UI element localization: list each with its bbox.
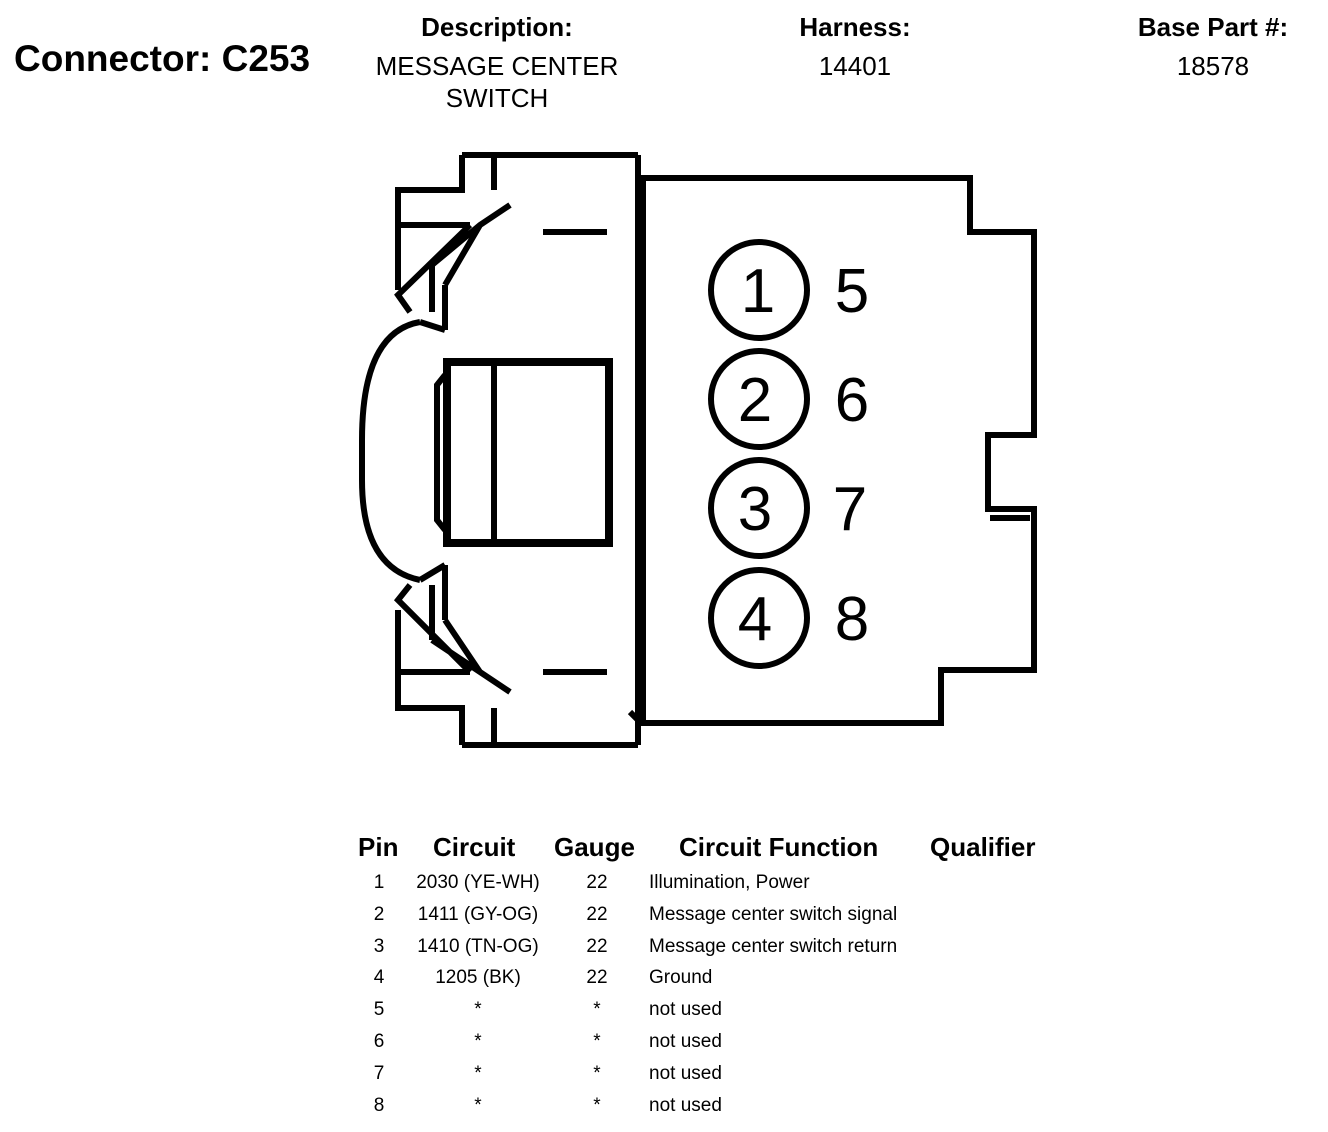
cavity-label-5: 5 <box>835 257 869 326</box>
cavity-label-4: 4 <box>738 585 772 654</box>
gauge-cell: 22 <box>586 935 608 957</box>
cavity-label-7: 7 <box>833 475 867 544</box>
latch-tab <box>359 319 421 583</box>
gauge-cell: 22 <box>586 903 608 925</box>
circuit-cell: * <box>474 1031 482 1052</box>
harness-label: Harness: <box>799 12 911 42</box>
pin-number: 7 <box>373 1062 385 1084</box>
pin-number: 5 <box>373 999 385 1021</box>
gauge-cell: * <box>593 1031 601 1052</box>
circuit-function-cell: not used <box>649 999 722 1021</box>
gauge-cell: * <box>593 999 601 1021</box>
latch-frame <box>398 222 470 675</box>
gauge-cell: 22 <box>586 967 608 989</box>
bottom-latch <box>393 583 512 695</box>
cavity-label-3: 3 <box>738 475 772 544</box>
circuit-function-cell: Illumination, Power <box>649 872 810 893</box>
top-latch <box>394 202 512 314</box>
circuit-function-cell: Message center switch signal <box>649 903 898 925</box>
qualifier-header: Qualifier <box>930 832 1036 862</box>
gauge-cell: * <box>593 1062 601 1084</box>
circuit-function-header: Circuit Function <box>679 832 879 862</box>
gauge-header: Gauge <box>554 832 635 862</box>
pin-number: 3 <box>373 935 385 957</box>
circuit-function-cell: not used <box>649 1062 722 1084</box>
top-flange <box>395 152 638 290</box>
cavity-label-2: 2 <box>738 366 772 435</box>
housing-body-outline <box>640 175 1037 726</box>
pin-header: Pin <box>358 832 399 862</box>
latch-tab-edge <box>434 373 448 532</box>
description-label: Description: <box>421 12 573 42</box>
circuit-cell: 1410 (TN-OG) <box>417 935 539 957</box>
circuit-cell: * <box>474 999 482 1021</box>
connector-face-diagram: 1 2 3 4 5 6 7 8 <box>359 152 1037 748</box>
cavity-4-circle <box>708 567 810 669</box>
circuit-function-cell: Ground <box>649 967 713 989</box>
gauge-cell: 22 <box>586 872 608 893</box>
lock-window <box>443 358 613 547</box>
pin-number: 6 <box>373 1031 385 1052</box>
cavity-label-6: 6 <box>835 366 869 435</box>
pin-number: 1 <box>373 872 385 893</box>
connector-title: Connector: C253 <box>14 38 311 79</box>
circuit-cell: * <box>474 1094 482 1116</box>
divider-wall <box>627 155 641 745</box>
base-part-value: 18578 <box>1176 51 1250 81</box>
pin-number: 4 <box>373 967 385 989</box>
circuit-function-cell: not used <box>649 1094 722 1116</box>
circuit-cell: 2030 (YE-WH) <box>416 872 540 893</box>
circuit-function-cell: Message center switch return <box>649 935 898 957</box>
gauge-cell: * <box>593 1094 601 1116</box>
circuit-function-cell: not used <box>649 1031 722 1052</box>
pin-number: 8 <box>373 1094 385 1116</box>
harness-value: 14401 <box>818 51 892 81</box>
cavity-label-1: 1 <box>741 257 775 326</box>
base-part-label: Base Part #: <box>1137 12 1289 42</box>
circuit-cell: 1411 (GY-OG) <box>417 903 539 925</box>
cavity-label-8: 8 <box>835 585 869 654</box>
circuit-header: Circuit <box>433 832 516 862</box>
pin-number: 2 <box>373 903 385 925</box>
latch-tab-inner <box>418 319 447 583</box>
cavity-3-circle <box>708 457 810 559</box>
circuit-cell: * <box>474 1062 482 1084</box>
cavity-1-circle <box>708 239 810 341</box>
cavity-2-circle <box>708 348 810 450</box>
bottom-flange <box>395 610 638 748</box>
circuit-cell: 1205 (BK) <box>435 967 521 989</box>
description-value: MESSAGE CENTER SWITCH <box>375 51 619 113</box>
